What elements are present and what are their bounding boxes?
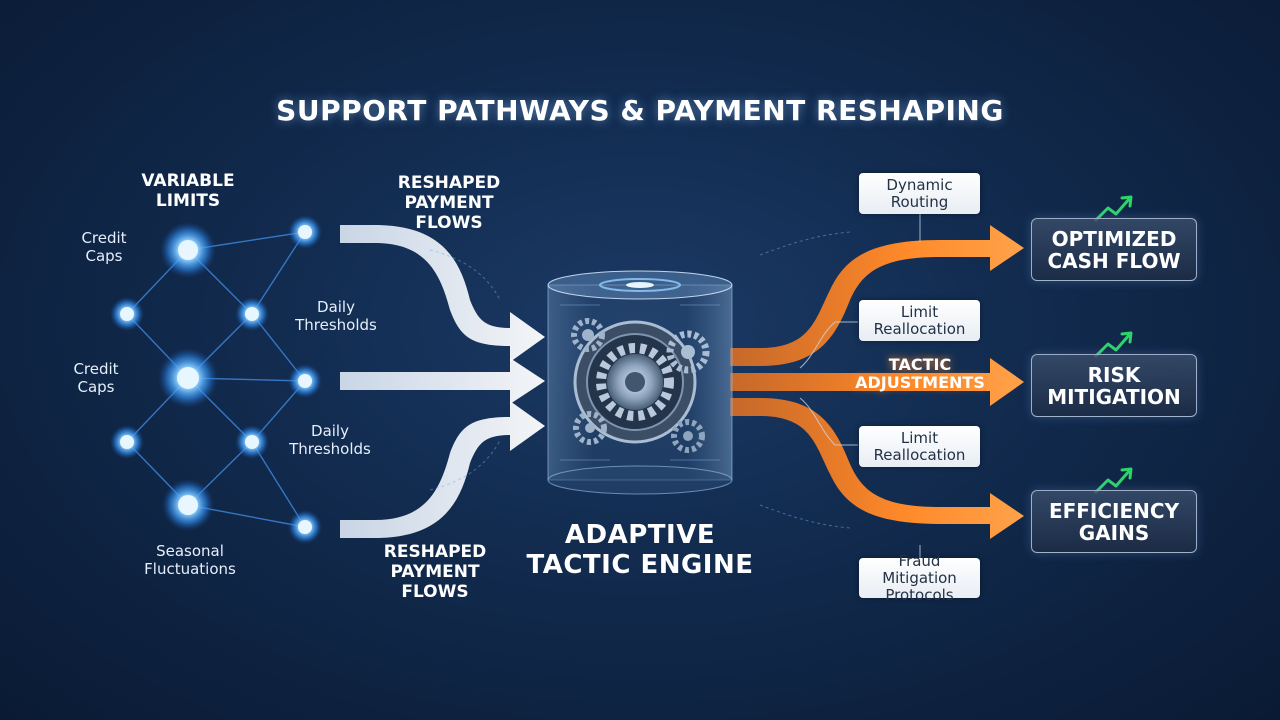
tactic-adjustments-label: TACTIC ADJUSTMENTS (840, 356, 1000, 392)
outcome-risk-mitigation: RISK MITIGATION (1031, 354, 1197, 417)
page-title: SUPPORT PATHWAYS & PAYMENT RESHAPING (276, 94, 1004, 127)
tag-line: Limit (900, 302, 939, 321)
outcome-line: CASH FLOW (1047, 248, 1181, 273)
tag-limit-reallocation-1: Limit Reallocation (859, 300, 980, 341)
label-daily-thresholds-1: Daily Thresholds (286, 298, 386, 334)
flow-label-line: PAYMENT (390, 562, 480, 582)
heading-line: VARIABLE (141, 171, 235, 191)
engine-title: ADAPTIVE TACTIC ENGINE (500, 520, 780, 580)
tag-connectors (799, 214, 921, 560)
tag-line: Protocols (885, 585, 954, 604)
reshaped-flows-top-label: RESHAPED PAYMENT FLOWS (384, 173, 514, 233)
label-line: Credit (81, 229, 127, 247)
outcome-line: GAINS (1078, 520, 1150, 545)
outcome-line: EFFICIENCY (1048, 498, 1180, 523)
engine-title-line: TACTIC ENGINE (526, 550, 754, 580)
outcome-efficiency-gains: EFFICIENCY GAINS (1031, 490, 1197, 553)
flow-label-line: FLOWS (401, 582, 469, 602)
flow-label-line: RESHAPED (397, 173, 501, 193)
flow-label-line: FLOWS (415, 213, 483, 233)
engine-title-line: ADAPTIVE (564, 520, 716, 550)
label-line: Thresholds (289, 440, 371, 458)
label-line: Caps (85, 247, 123, 265)
label-seasonal-fluctuations: Seasonal Fluctuations (130, 542, 250, 578)
outcome-line: MITIGATION (1047, 384, 1181, 409)
tactic-label-line: TACTIC (888, 355, 952, 374)
reshaped-flows-bottom-label: RESHAPED PAYMENT FLOWS (370, 542, 500, 602)
tag-line: Dynamic (886, 175, 953, 194)
engine-gears (571, 318, 710, 453)
outcome-line: RISK (1087, 362, 1141, 387)
tag-line: Fraud Mitigation (882, 551, 957, 587)
label-credit-caps-2: Credit Caps (56, 360, 136, 396)
trend-up-icon (1094, 331, 1133, 358)
trend-up-icon (1094, 195, 1133, 222)
label-credit-caps-1: Credit Caps (64, 229, 144, 265)
label-line: Fluctuations (144, 560, 236, 578)
heading-line: LIMITS (155, 191, 221, 211)
flow-label-line: RESHAPED (383, 542, 487, 562)
flow-swooshes (429, 231, 851, 529)
tag-line: Limit (900, 428, 939, 447)
label-line: Thresholds (295, 316, 377, 334)
tag-limit-reallocation-2: Limit Reallocation (859, 426, 980, 467)
network-nodes (110, 215, 322, 544)
tag-line: Reallocation (873, 319, 966, 338)
tactic-label-line: ADJUSTMENTS (855, 373, 985, 392)
label-line: Daily (311, 422, 349, 440)
outcome-line: OPTIMIZED (1051, 226, 1177, 251)
label-line: Caps (77, 378, 115, 396)
label-line: Seasonal (156, 542, 224, 560)
output-arrows (730, 225, 1024, 539)
variable-limits-heading: VARIABLE LIMITS (128, 171, 248, 211)
trend-up-icon (1094, 467, 1133, 494)
tag-fraud-mitigation: Fraud Mitigation Protocols (859, 552, 980, 603)
tag-line: Reallocation (873, 445, 966, 464)
outcome-optimized-cash-flow: OPTIMIZED CASH FLOW (1031, 218, 1197, 281)
tag-dynamic-routing: Dynamic Routing (859, 173, 980, 214)
label-line: Credit (73, 360, 119, 378)
flow-label-line: PAYMENT (404, 193, 494, 213)
input-arrows (340, 225, 545, 538)
label-line: Daily (317, 298, 355, 316)
label-daily-thresholds-2: Daily Thresholds (280, 422, 380, 458)
tag-line: Routing (890, 192, 949, 211)
